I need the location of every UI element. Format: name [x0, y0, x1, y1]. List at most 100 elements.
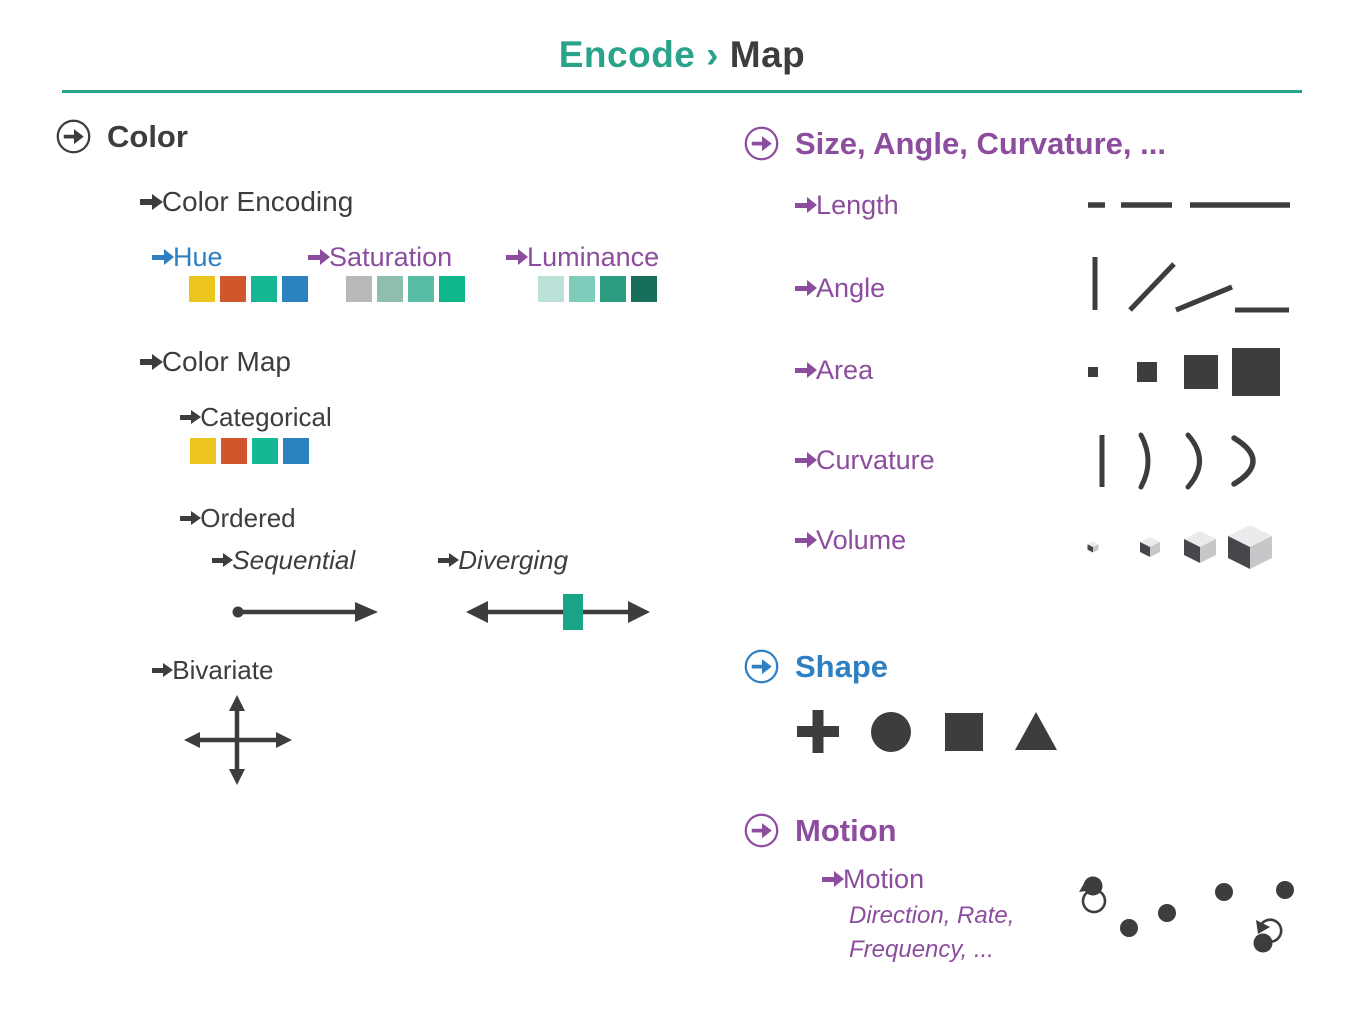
- area-item: Area: [795, 355, 873, 386]
- length-item: Length: [795, 190, 899, 221]
- diverging-item: Diverging: [438, 545, 568, 576]
- area-label: Area: [816, 355, 874, 385]
- bivariate-label: Bivariate: [172, 655, 274, 685]
- arrow-icon: [152, 668, 164, 673]
- volume-item: Volume: [795, 525, 906, 556]
- arrow-icon: [795, 203, 807, 208]
- arrow-icon: [795, 286, 807, 291]
- swatch: [569, 276, 595, 302]
- motion-dot: [1215, 883, 1233, 901]
- arrow-icon: [506, 255, 518, 260]
- motion-heading: Motion: [743, 812, 897, 849]
- size-heading: Size, Angle, Curvature, ...: [743, 125, 1166, 162]
- color-heading: Color: [55, 118, 188, 155]
- circled-arrow-icon: [744, 649, 779, 684]
- motion-dot: [1083, 876, 1103, 896]
- swatch: [439, 276, 465, 302]
- motion-dot: [1120, 919, 1138, 937]
- arrow-icon: [180, 415, 192, 420]
- swatch: [408, 276, 434, 302]
- curvature-arcs-graphic: [1099, 432, 1256, 490]
- rotation-arrow-ccw: [1081, 890, 1107, 914]
- angle-lines-graphic: [1092, 257, 1289, 313]
- sequential-item: Sequential: [212, 545, 355, 576]
- cube-small: [1087, 541, 1099, 553]
- saturation-item: Saturation: [308, 242, 452, 273]
- swatch: [283, 438, 309, 464]
- luminance-label: Luminance: [527, 242, 660, 272]
- motion-item-label: Motion: [843, 864, 925, 894]
- arrow-icon: [140, 359, 153, 365]
- angle-label: Angle: [816, 273, 886, 303]
- arrow-icon: [152, 255, 164, 260]
- swatch: [220, 276, 246, 302]
- motion-dots-graphic: [1079, 876, 1294, 953]
- color-encoding-label: Color Encoding: [161, 186, 354, 217]
- arrow-icon: [212, 558, 224, 563]
- title-rule: [62, 90, 1302, 93]
- angle-item: Angle: [795, 273, 885, 304]
- volume-label: Volume: [816, 525, 907, 555]
- swatch: [251, 276, 277, 302]
- swatch: [282, 276, 308, 302]
- triangle-glyph: [1015, 712, 1057, 750]
- shape-heading-label: Shape: [795, 648, 889, 684]
- saturation-label: Saturation: [329, 242, 453, 272]
- arrow-icon: [822, 877, 834, 882]
- title-encode: Encode: [558, 34, 696, 75]
- luminance-swatches: [538, 276, 657, 302]
- diverging-arrow-graphic: [466, 594, 650, 630]
- arrow-icon: [308, 255, 320, 260]
- ordered-item: Ordered: [180, 503, 296, 534]
- categorical-swatches: [190, 438, 309, 464]
- sequential-arrow-graphic: [232, 602, 378, 622]
- curvature-item: Curvature: [795, 445, 935, 476]
- motion-heading-label: Motion: [795, 812, 897, 848]
- circled-arrow-icon: [56, 119, 91, 154]
- swatch: [538, 276, 564, 302]
- swatch: [189, 276, 215, 302]
- volume-cubes-graphic: [1087, 525, 1272, 569]
- bivariate-axes-graphic: [184, 695, 292, 785]
- arrow-icon: [140, 199, 153, 205]
- color-heading-label: Color: [107, 118, 188, 154]
- arrow-icon: [795, 538, 807, 543]
- shape-glyphs-graphic: [797, 710, 1057, 753]
- swatch: [346, 276, 372, 302]
- swatch: [190, 438, 216, 464]
- cube-large: [1228, 525, 1272, 569]
- title-separator: ›: [706, 34, 719, 75]
- motion-dot: [1253, 933, 1273, 953]
- color-encoding-item: Color Encoding: [140, 186, 353, 218]
- swatch: [252, 438, 278, 464]
- sequential-label: Sequential: [232, 545, 356, 575]
- swatch: [600, 276, 626, 302]
- arrow-icon: [795, 368, 807, 373]
- circle-glyph: [871, 712, 911, 752]
- arrow-icon: [180, 516, 192, 521]
- cube: [1140, 537, 1160, 557]
- luminance-item: Luminance: [506, 242, 659, 273]
- curvature-label: Curvature: [816, 445, 935, 475]
- color-map-label: Color Map: [161, 346, 291, 377]
- diverging-label: Diverging: [458, 545, 569, 575]
- hue-item: Hue: [152, 242, 223, 273]
- swatch: [221, 438, 247, 464]
- motion-dot: [1158, 904, 1176, 922]
- arrow-icon: [438, 558, 450, 563]
- categorical-label: Categorical: [200, 402, 332, 432]
- area-squares-graphic: [1088, 348, 1280, 396]
- color-map-item: Color Map: [140, 346, 291, 378]
- hue-swatches: [189, 276, 308, 302]
- length-label: Length: [816, 190, 899, 220]
- arrow-icon: [795, 458, 807, 463]
- ordered-label: Ordered: [200, 503, 296, 533]
- title-map: Map: [729, 34, 806, 75]
- saturation-swatches: [346, 276, 465, 302]
- circled-arrow-icon: [744, 813, 779, 848]
- motion-detail-line: Direction, Rate,: [849, 902, 1015, 929]
- motion-detail-line: Frequency, ...: [849, 936, 994, 964]
- size-heading-label: Size, Angle, Curvature, ...: [795, 125, 1166, 161]
- motion-item: Motion Direction, Rate, Frequency, ...: [822, 864, 1014, 967]
